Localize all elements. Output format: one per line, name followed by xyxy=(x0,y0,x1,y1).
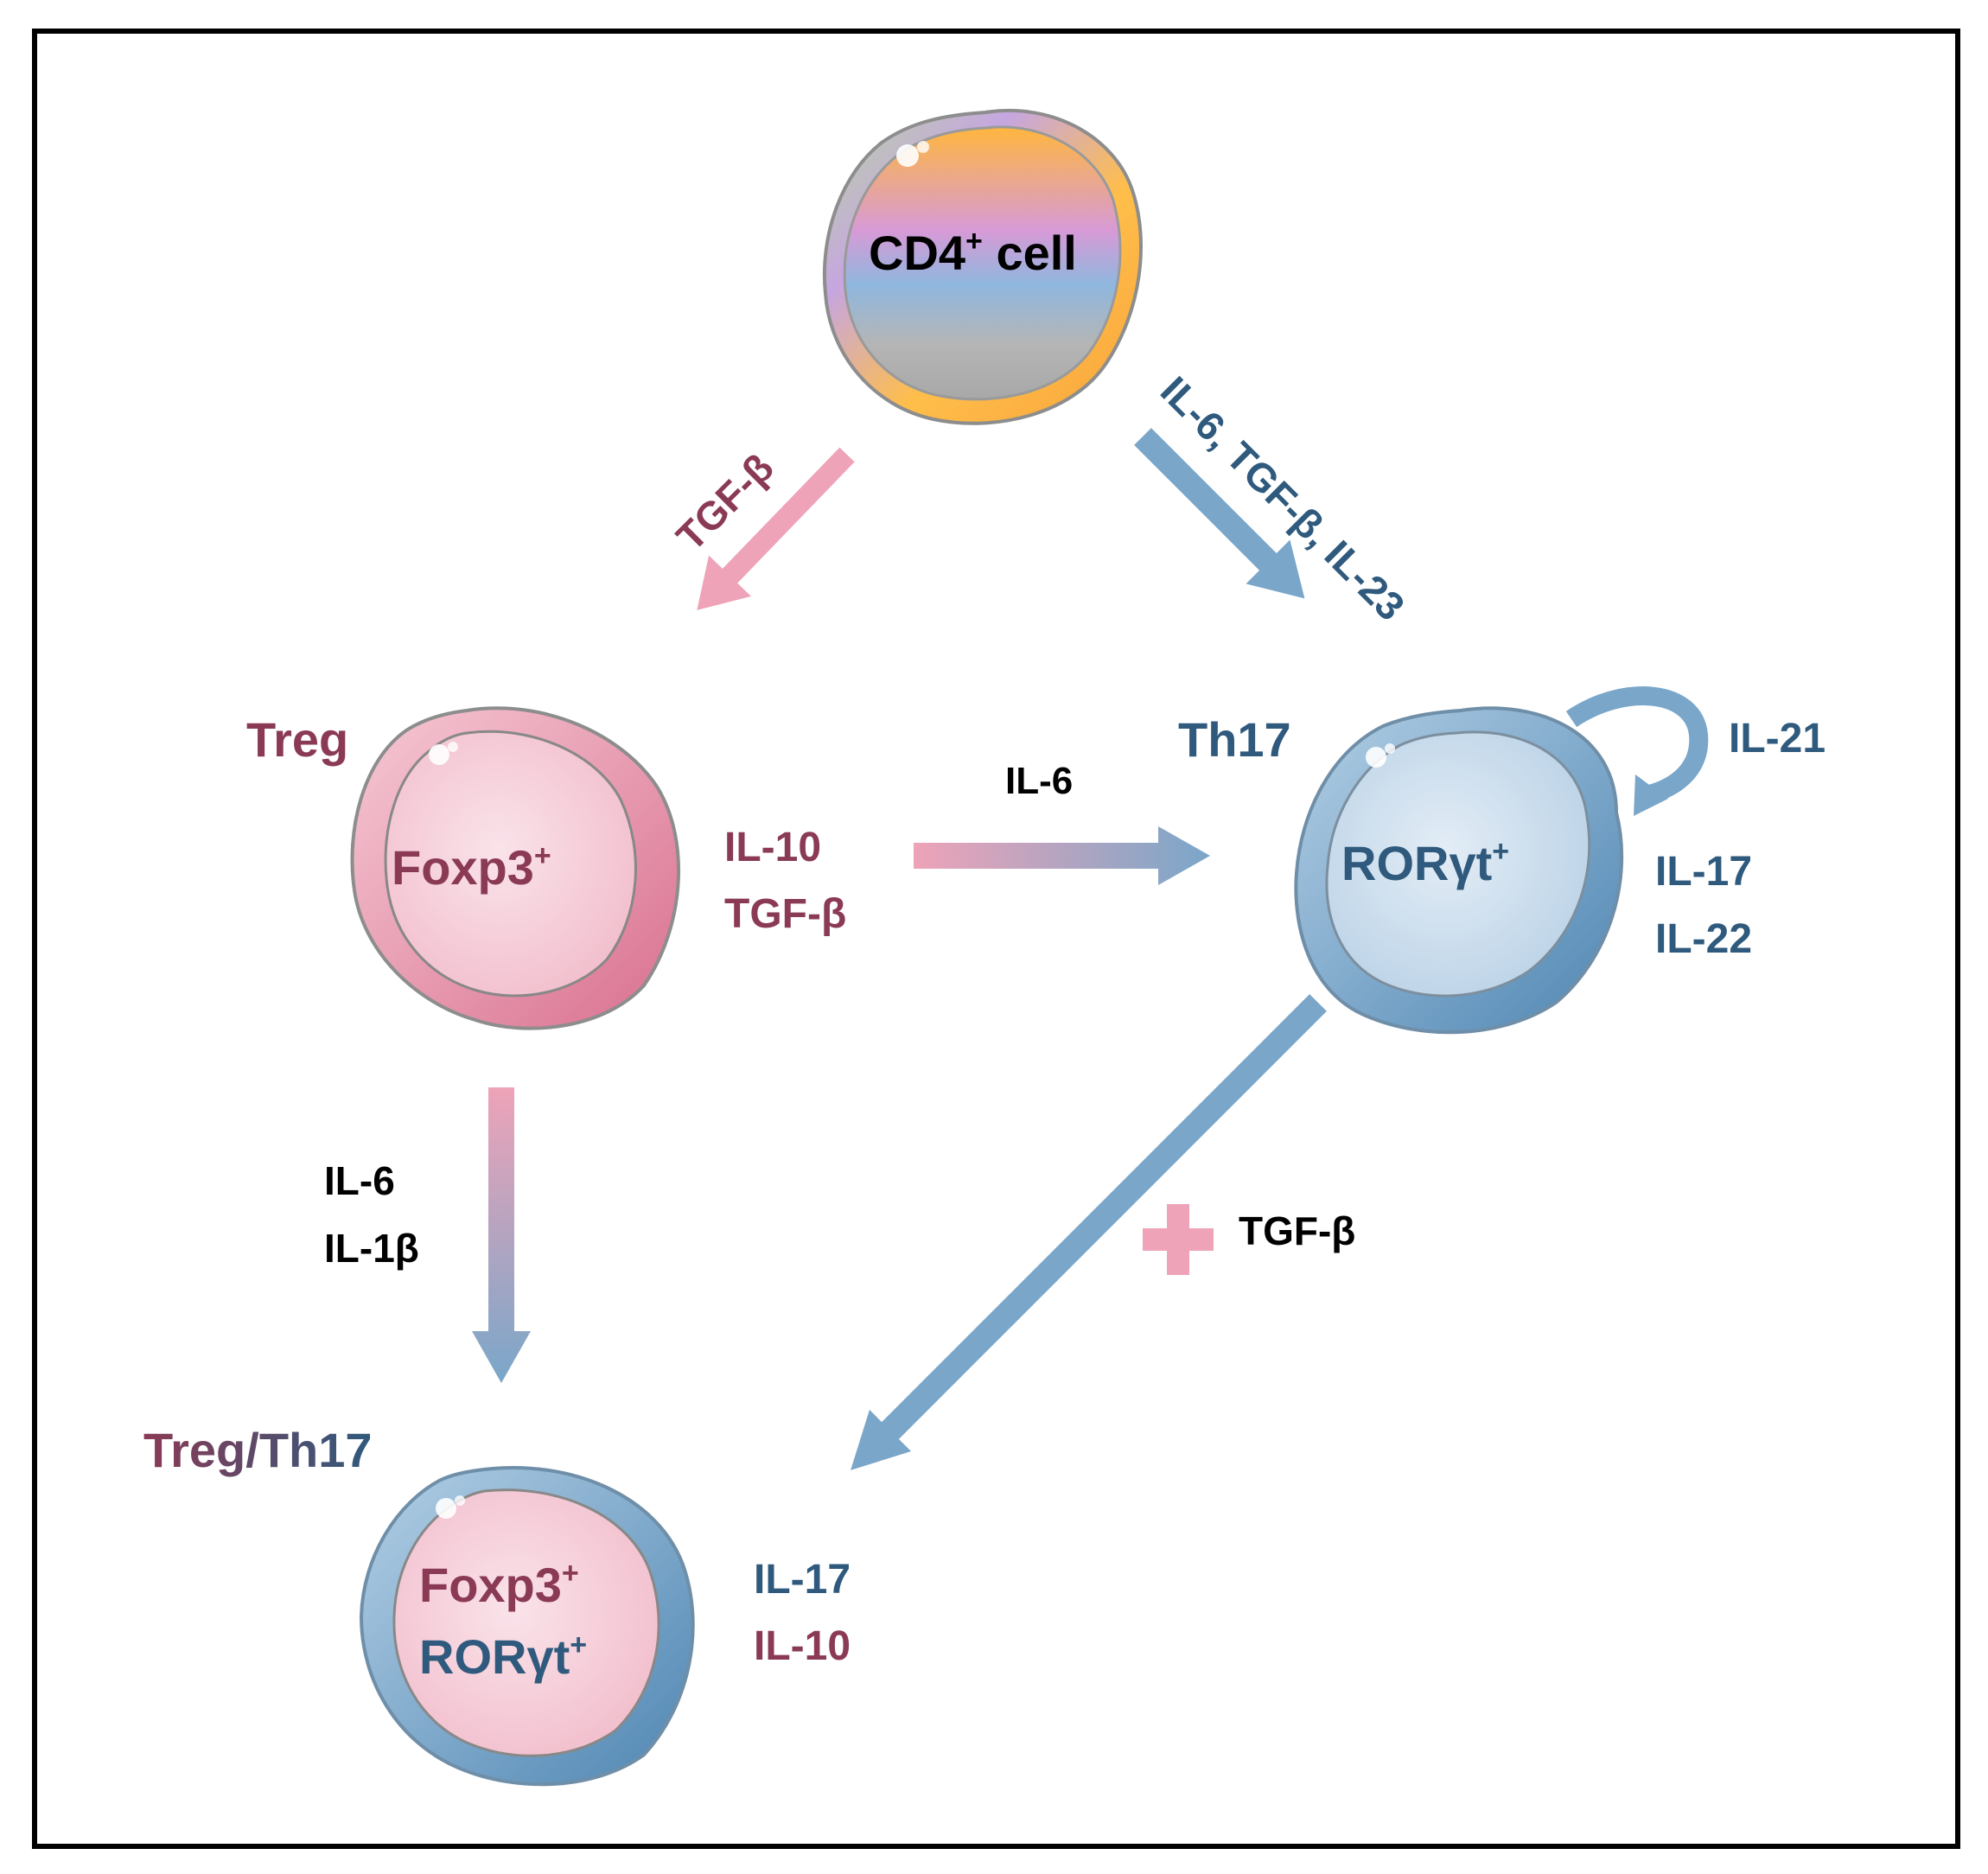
plus-icon xyxy=(1143,1204,1214,1275)
hybrid-title: Treg/Th17 xyxy=(143,1423,373,1477)
hybrid-marker-2: RORγt+ xyxy=(419,1629,587,1684)
treg-title: Treg xyxy=(246,712,348,767)
th17-marker-text: RORγt xyxy=(1341,836,1492,890)
hybrid-cytokine-2: IL-10 xyxy=(754,1623,851,1669)
treg-marker: Foxp3+ xyxy=(392,839,551,895)
treg-marker-text: Foxp3 xyxy=(392,840,534,895)
cd4-cell xyxy=(822,108,1143,425)
arrow-label-treg-to-th17: IL-6 xyxy=(1005,760,1073,802)
th17-cell xyxy=(1294,706,1624,1035)
arrow-th17-to-hybrid xyxy=(851,994,1327,1470)
cd4-label-sup: + xyxy=(965,225,983,258)
hybrid-marker-2-text: RORγt xyxy=(419,1629,570,1684)
hybrid-marker-2-sup: + xyxy=(570,1629,587,1661)
arrow-treg-to-hybrid xyxy=(472,1087,531,1383)
th17-marker-sup: + xyxy=(1492,835,1509,868)
hybrid-cell xyxy=(359,1465,695,1787)
arrow-treg-to-th17 xyxy=(914,826,1210,885)
hybrid-marker-1: Foxp3+ xyxy=(419,1557,579,1612)
th17-cytokine-2: IL-22 xyxy=(1655,916,1752,962)
arrow-cd4-to-treg xyxy=(697,447,855,610)
treg-cytokine-2: TGF-β xyxy=(724,891,846,937)
hybrid-cytokine-1: IL-17 xyxy=(754,1557,851,1603)
th17-autocrine-label: IL-21 xyxy=(1729,716,1826,762)
th17-title: Th17 xyxy=(1178,712,1291,767)
cd4-label-main: CD4 xyxy=(869,226,965,280)
arrow-label-treg-to-hybrid-2: IL-1β xyxy=(324,1226,419,1271)
hybrid-marker-1-sup: + xyxy=(562,1557,579,1590)
arrow-cd4-to-th17 xyxy=(1134,428,1305,599)
arrow-label-th17-to-hybrid: TGF-β xyxy=(1239,1208,1355,1253)
treg-marker-sup: + xyxy=(534,839,551,872)
figure-border xyxy=(32,29,1960,1849)
arrow-label-treg-to-hybrid-1: IL-6 xyxy=(324,1158,395,1203)
autocrine-loop-arrow xyxy=(1565,686,1709,816)
treg-cell xyxy=(350,706,681,1030)
cd4-label-suffix: cell xyxy=(983,226,1077,280)
th17-cytokine-1: IL-17 xyxy=(1655,849,1752,895)
cd4-cell-label: CD4+ cell xyxy=(869,225,1077,280)
th17-marker: RORγt+ xyxy=(1341,835,1509,890)
treg-cytokine-1: IL-10 xyxy=(724,825,821,870)
hybrid-marker-1-text: Foxp3 xyxy=(419,1558,562,1612)
